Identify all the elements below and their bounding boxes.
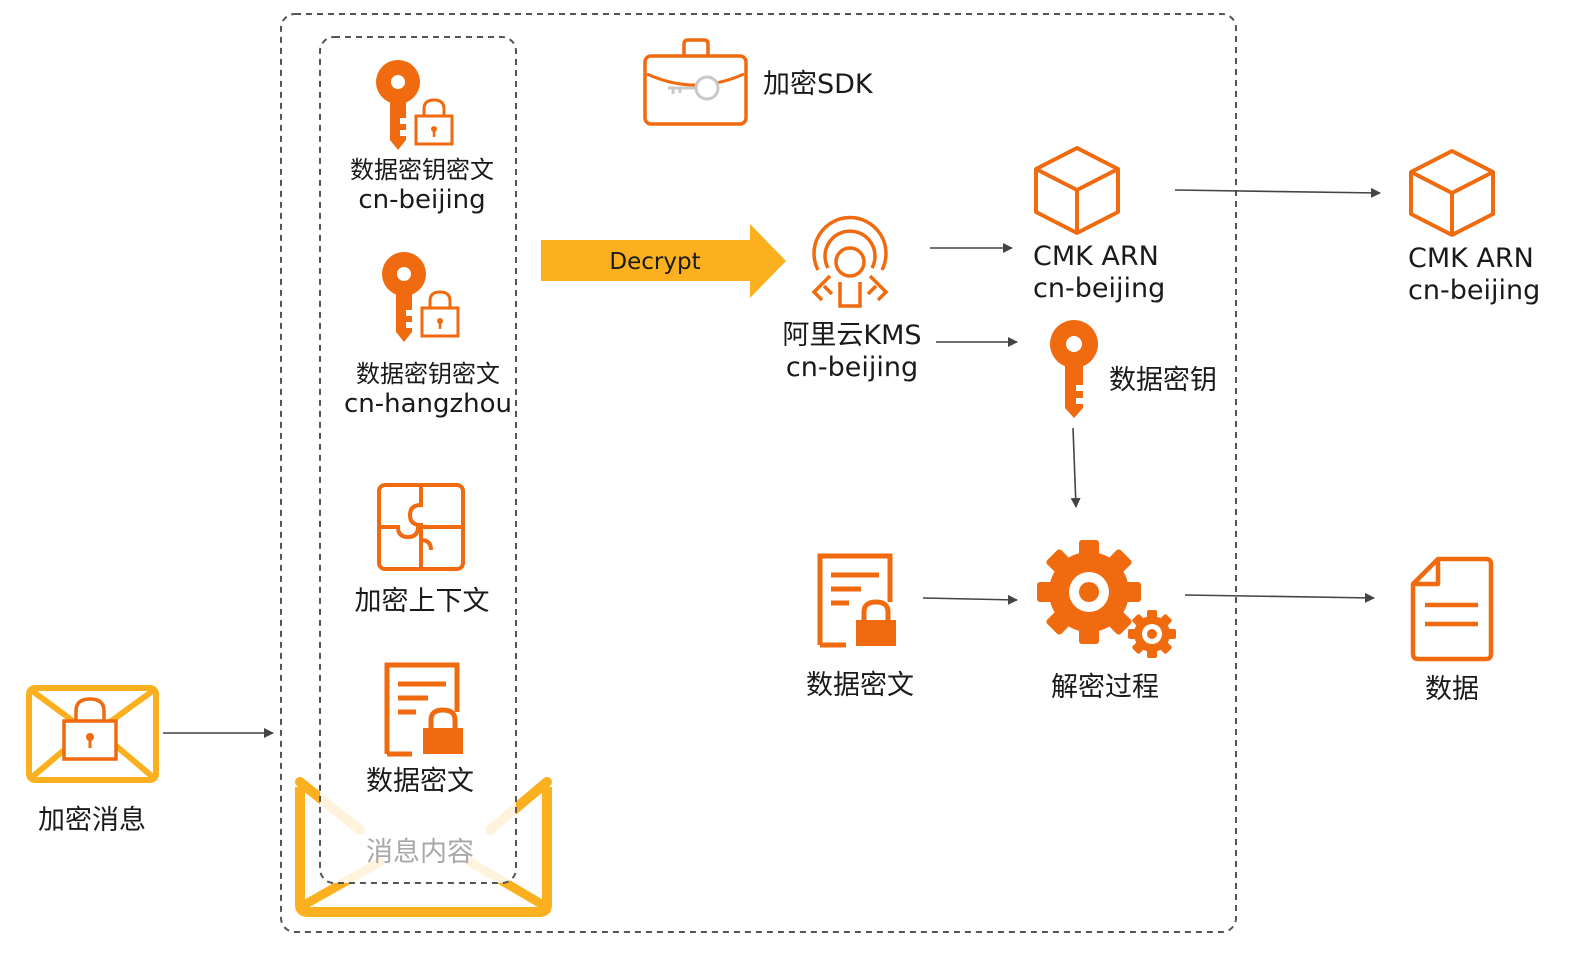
arrow-ciphertext-to-process [922, 594, 1018, 605]
sdk-label: 加密SDK [763, 69, 873, 100]
decrypt-process-label: 解密过程 [1051, 672, 1159, 703]
envelope-item-key-hangzhou: 数据密钥密文 cn-hangzhou [343, 360, 513, 419]
cmk-remote-label: CMK ARN cn-beijing [1408, 243, 1541, 306]
arrow-process-to-data [1184, 592, 1375, 603]
message-content-label: 消息内容 [366, 837, 474, 868]
ciphertext-label: 数据密文 [806, 670, 914, 701]
arrow-datakey-to-process [1070, 427, 1081, 508]
decrypt-label: Decrypt [609, 249, 701, 275]
envelope-item-context: 加密上下文 [354, 586, 490, 617]
envelope-item-ciphertext: 数据密文 [366, 766, 474, 797]
envelope-item-key-beijing: 数据密钥密文 cn-beijing [350, 156, 494, 215]
cmk-local-label: CMK ARN cn-beijing [1033, 241, 1166, 304]
data-key-label: 数据密钥 [1109, 365, 1217, 396]
arrow-cmk-to-remote [1174, 187, 1381, 198]
kms-label: 阿里云KMS cn-beijing [782, 320, 922, 383]
plaintext-label: 数据 [1425, 674, 1479, 705]
encrypted-message-label: 加密消息 [38, 805, 146, 836]
